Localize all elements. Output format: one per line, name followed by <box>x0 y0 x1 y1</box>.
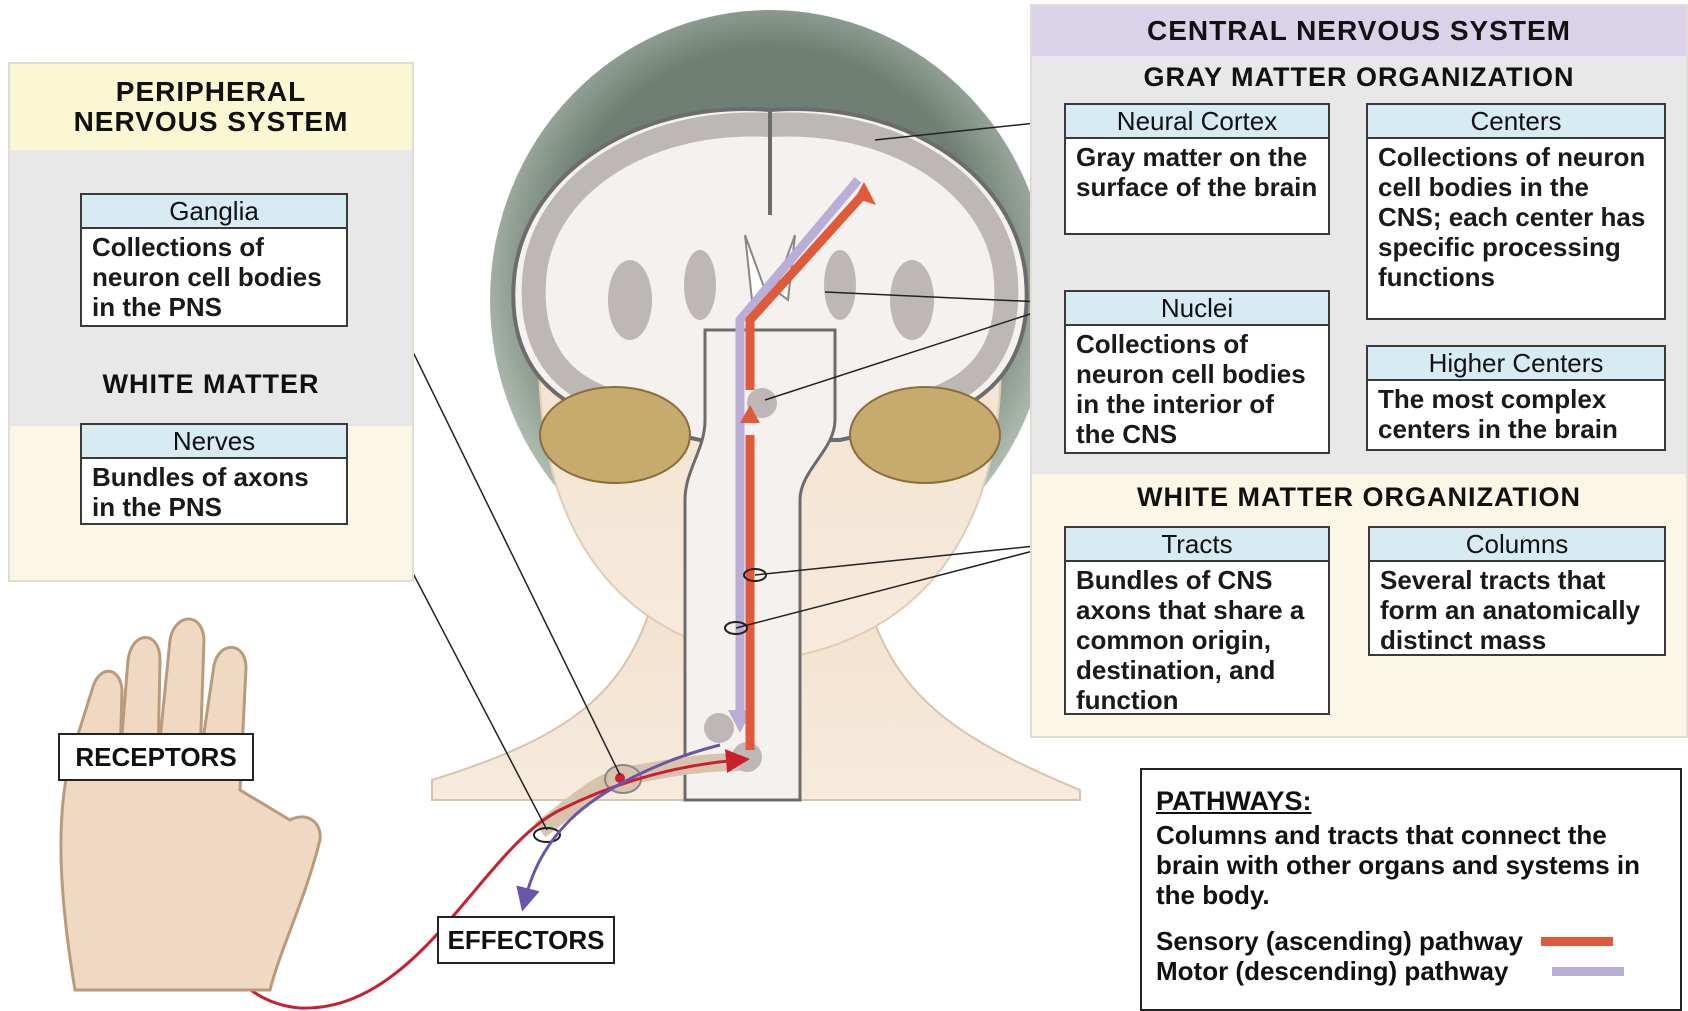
legend-sensory-swatch <box>1541 937 1613 946</box>
hand <box>61 619 320 990</box>
nerves-title: Nerves <box>82 425 346 459</box>
legend-motor: Motor (descending) pathway <box>1156 956 1666 986</box>
nuclei-body: Collections of neuron cell bodies in the… <box>1066 326 1328 452</box>
columns-title: Columns <box>1370 528 1664 562</box>
higher-centers-title: Higher Centers <box>1368 347 1664 381</box>
nucleus-left-inner <box>684 250 716 320</box>
cerebellum-right <box>850 387 1000 483</box>
tracts-body: Bundles of CNS axons that share a common… <box>1066 562 1328 718</box>
nuclei-box: Nuclei Collections of neuron cell bodies… <box>1064 290 1330 454</box>
cerebellum-left <box>540 387 690 483</box>
ganglia-body: Collections of neuron cell bodies in the… <box>82 229 346 325</box>
ganglia-title: Ganglia <box>82 195 346 229</box>
ganglia-box: Ganglia Collections of neuron cell bodie… <box>80 193 348 327</box>
columns-box: Columns Several tracts that form an anat… <box>1368 526 1666 656</box>
cns-title-bar: CENTRAL NERVOUS SYSTEM <box>1032 6 1686 56</box>
cns-white-heading: WHITE MATTER ORGANIZATION <box>1032 482 1686 513</box>
centers-title: Centers <box>1368 105 1664 139</box>
nucleus-right <box>890 260 934 340</box>
pathways-legend: PATHWAYS: Columns and tracts that connec… <box>1140 768 1682 1011</box>
pns-white-heading: WHITE MATTER <box>10 369 412 400</box>
legend-motor-swatch <box>1552 967 1624 976</box>
legend-sensory: Sensory (ascending) pathway <box>1156 926 1666 956</box>
pns-title-line2: NERVOUS SYSTEM <box>74 107 349 137</box>
cns-gray-heading: GRAY MATTER ORGANIZATION <box>1032 62 1686 93</box>
cns-title: CENTRAL NERVOUS SYSTEM <box>1147 16 1571 46</box>
neural-cortex-body: Gray matter on the surface of the brain <box>1066 139 1328 205</box>
nerves-body: Bundles of axons in the PNS <box>82 459 346 525</box>
neural-cortex-title: Neural Cortex <box>1066 105 1328 139</box>
columns-body: Several tracts that form an anatomically… <box>1370 562 1664 658</box>
nerves-box: Nerves Bundles of axons in the PNS <box>80 423 348 525</box>
receptors-label: RECEPTORS <box>58 733 254 781</box>
pathways-title: PATHWAYS: <box>1156 784 1666 818</box>
effectors-label: EFFECTORS <box>437 916 615 964</box>
nucleus-right-inner <box>824 250 856 320</box>
pns-title-block: PERIPHERAL NERVOUS SYSTEM <box>10 64 412 150</box>
higher-centers-body: The most complex centers in the brain <box>1368 381 1664 447</box>
higher-centers-box: Higher Centers The most complex centers … <box>1366 345 1666 451</box>
legend-motor-label: Motor (descending) pathway <box>1156 956 1508 986</box>
spinal-gray-upper <box>704 713 734 743</box>
pns-title-line1: PERIPHERAL <box>116 77 306 107</box>
pathways-body: Columns and tracts that connect the brai… <box>1156 820 1666 910</box>
nucleus-left <box>608 260 652 340</box>
nuclei-title: Nuclei <box>1066 292 1328 326</box>
centers-box: Centers Collections of neuron cell bodie… <box>1366 103 1666 320</box>
tracts-title: Tracts <box>1066 528 1328 562</box>
centers-body: Collections of neuron cell bodies in the… <box>1368 139 1664 295</box>
neural-cortex-box: Neural Cortex Gray matter on the surface… <box>1064 103 1330 235</box>
tracts-box: Tracts Bundles of CNS axons that share a… <box>1064 526 1330 715</box>
legend-sensory-label: Sensory (ascending) pathway <box>1156 926 1523 956</box>
